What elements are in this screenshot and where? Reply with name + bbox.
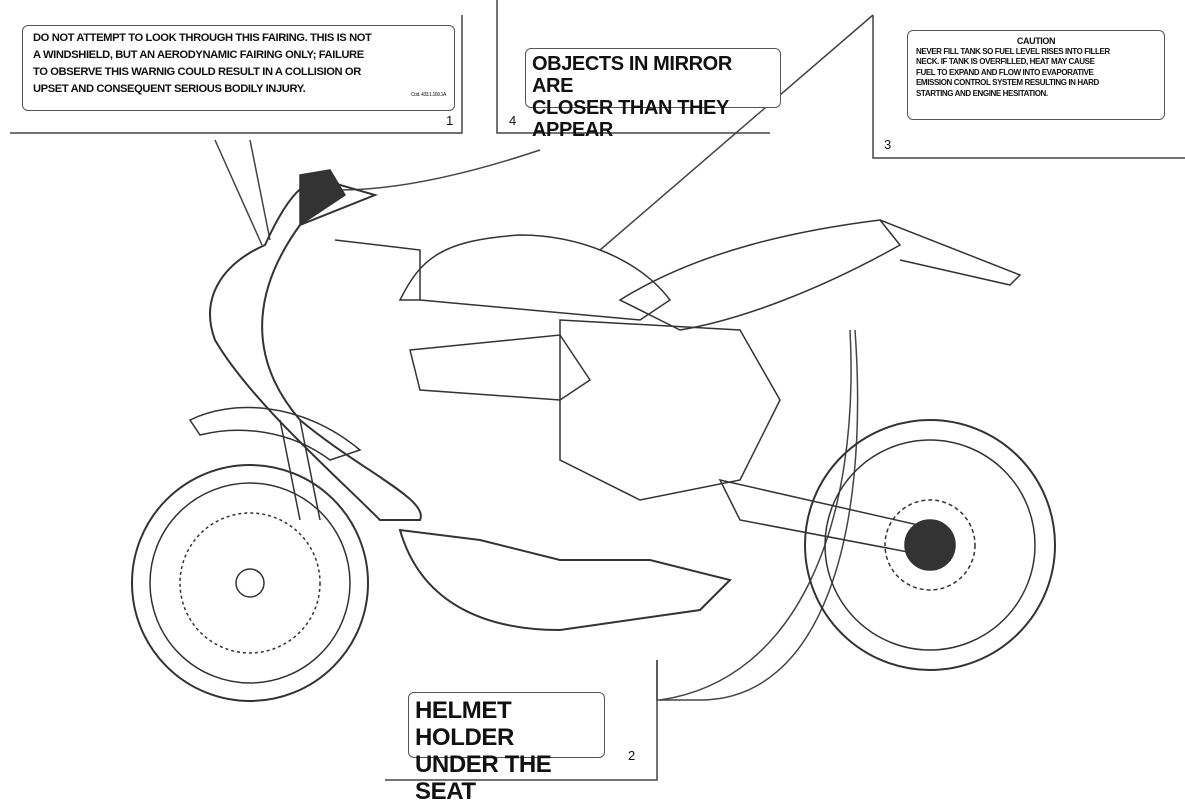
front-wheel (131, 464, 369, 702)
callout-number-2: 2 (628, 748, 636, 763)
label-1-fairing-warning: DO NOT ATTEMPT TO LOOK THROUGH THIS FAIR… (22, 25, 455, 111)
label-line: OBJECTS IN MIRROR ARE (532, 53, 732, 97)
bike-body (188, 169, 1022, 632)
label-2-helmet-holder: HELMET HOLDER UNDER THE SEAT (408, 692, 605, 805)
label-line: A WINDSHIELD, BUT AN AERODYNAMIC FAIRING… (33, 49, 364, 61)
label-3-fuel-caution: CAUTION NEVER FILL TANK SO FUEL LEVEL RI… (907, 30, 1165, 120)
label-line: UNDER THE SEAT (415, 751, 552, 805)
label-heading: CAUTION (1016, 36, 1056, 46)
label-line: CLOSER THAN THEY APPEAR (532, 97, 729, 141)
leader-lines (214, 14, 874, 701)
label-line: NECK. IF TANK IS OVERFILLED, HEAT MAY CA… (916, 57, 1095, 66)
callout-number-3: 3 (884, 137, 892, 152)
label-line: NEVER FILL TANK SO FUEL LEVEL RISES INTO… (916, 46, 1110, 56)
label-line: TO OBSERVE THIS WARNIG COULD RESULT IN A… (33, 66, 361, 78)
label-line: EMISSION CONTROL SYSTEM RESULTING IN HAR… (916, 78, 1099, 87)
callout-frames (10, 0, 1185, 781)
callout-number-4: 4 (509, 113, 517, 128)
callout-number-1: 1 (446, 113, 454, 128)
label-line: FUEL TO EXPAND AND FLOW INTO EVAPORATIVE (916, 67, 1094, 77)
label-line: DO NOT ATTEMPT TO LOOK THROUGH THIS FAIR… (33, 32, 372, 44)
label-4-mirror-warning: OBJECTS IN MIRROR ARE CLOSER THAN THEY A… (525, 48, 781, 141)
label-line: STARTING AND ENGINE HESITATION. (916, 88, 1048, 98)
label-line: UPSET AND CONSEQUENT SERIOUS BODILY INJU… (33, 83, 306, 95)
label-line: HELMET HOLDER (415, 697, 514, 751)
label-code: Cod. 433.1.169.1A (411, 92, 446, 98)
rear-wheel (804, 419, 1056, 671)
